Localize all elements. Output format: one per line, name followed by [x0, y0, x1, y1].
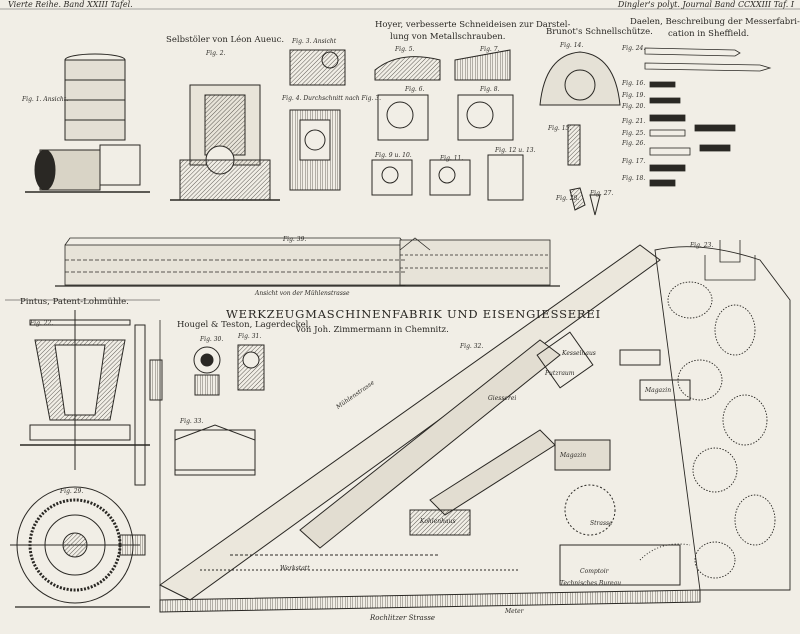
fig-label-26: Fig. 26. [622, 140, 646, 147]
pintus-mill-drawing [20, 310, 163, 486]
plan-label-giesserei: Giesserei [488, 395, 517, 402]
title-hoyer-1: Hoyer, verbesserte Schneideisen zur Dars… [375, 20, 571, 30]
plan-label-magazin: Magazin [560, 452, 587, 459]
fig-3-4-drawings [289, 49, 346, 191]
fig-label-4: Fig. 4. Durchschnitt nach Fig. 3. [282, 95, 381, 102]
fig-label-14: Fig. 14. [560, 42, 584, 49]
fig-label-17: Fig. 17. [622, 158, 646, 165]
plan-label-strasse: Strasse [590, 520, 613, 527]
fig-label-33: Fig. 33. [180, 418, 204, 425]
fig-label-12-13: Fig. 12 u. 13. [495, 147, 536, 154]
fig-label-20: Fig. 20. [622, 103, 646, 110]
fig-2-section-drawing [170, 84, 280, 201]
plan-label-magazin-2: Magazin [645, 387, 672, 394]
title-zimmermann: von Joh. Zimmermann in Chemnitz. [296, 325, 449, 335]
fig-1-barrel-drawing [25, 53, 150, 193]
plan-label-kesselhaus: Kesselhaus [562, 350, 596, 357]
title-hoyer-2: lung von Metallschrauben. [390, 32, 506, 42]
fig-label-27: Fig. 27. [590, 190, 614, 197]
hougel-bearing-drawings [174, 344, 265, 476]
plan-label-comptoir: Comptoir [580, 568, 609, 575]
brunot-figures-drawings [539, 51, 621, 216]
fig-label-2: Fig. 2. [206, 50, 226, 57]
fig-label-8: Fig. 8. [480, 86, 500, 93]
hoyer-figures-drawings [371, 49, 524, 201]
fig-label-24: Fig. 24. [622, 45, 646, 52]
caption-ansicht: Ansicht von der Mühlenstrasse [255, 290, 350, 297]
fig-label-28: Fig. 28. [556, 195, 580, 202]
header-right: Dingler's polyt. Journal Band CCXXIII Ta… [617, 0, 794, 9]
plan-label-kohlenhaus: Kohlenhaus [420, 518, 456, 525]
fig-label-31: Fig. 31. [238, 333, 262, 340]
title-daelen-1: Daelen, Beschreibung der Messerfabri- [630, 17, 800, 27]
label-rochlitzer-strasse: Rochlitzer Strasse [370, 614, 436, 622]
fig-label-23: Fig. 23. [690, 242, 714, 249]
fig-39-building-elevation [55, 237, 560, 287]
title-werkzeugmaschinenfabrik: WERKZEUGMASCHINENFABRIK UND EISENGIESSER… [226, 307, 601, 321]
fig-label-19: Fig. 19. [622, 92, 646, 99]
fig-label-32: Fig. 32. [460, 343, 484, 350]
fig-label-5: Fig. 5. [395, 46, 415, 53]
fig-32-site-plan [159, 244, 701, 613]
fig-label-18: Fig. 18. [622, 175, 646, 182]
fig-label-39: Fig. 39. [283, 236, 307, 243]
fig-label-21: Fig. 21. [622, 118, 646, 125]
fig-29-round-plan [10, 486, 150, 608]
fig-label-30: Fig. 30. [200, 336, 224, 343]
title-pintus: Pintus, Patent-Lohmühle. [20, 297, 129, 307]
fig-label-7: Fig. 7. [480, 46, 500, 53]
daelen-knives-drawings [644, 47, 772, 281]
fig-label-22: Fig. 22. [30, 320, 54, 327]
fig-label-16: Fig. 16. [622, 80, 646, 87]
fig-label-6: Fig. 6. [405, 86, 425, 93]
title-hougel: Hougel & Teston, Lagerdeckel. [177, 320, 312, 330]
fig-label-3: Fig. 3. Ansicht [292, 38, 337, 45]
fig-label-11: Fig. 11. [440, 155, 464, 162]
title-daelen-2: cation in Sheffield. [668, 29, 750, 39]
header-left: Vierte Reihe. Band XXIII Tafel. [8, 0, 133, 9]
fig-label-1: Fig. 1. Ansicht. [22, 96, 69, 103]
plan-scale: Meter [505, 608, 524, 615]
title-selbstoeler: Selbstöler von Léon Aueuc. [166, 35, 285, 45]
garden-drawing [654, 246, 791, 591]
plan-label-werkstatt: Werkstatt [280, 565, 310, 572]
plan-label-technisches-bureau: Technisches Bureau [560, 580, 622, 587]
title-brunot: Brunot's Schnellschütze. [546, 27, 653, 37]
fig-label-15: Fig. 15. [548, 125, 572, 132]
fig-label-25: Fig. 25. [622, 130, 646, 137]
fig-label-9-10: Fig. 9 u. 10. [375, 152, 412, 159]
plan-label-putzraum: Putzraum [545, 370, 575, 377]
fig-label-29: Fig. 29. [60, 488, 84, 495]
